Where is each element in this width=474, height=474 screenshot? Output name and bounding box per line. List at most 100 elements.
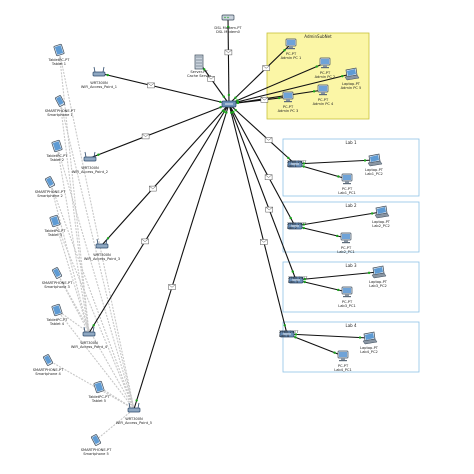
dsl-modem-icon: [221, 14, 235, 21]
device-model-label: 2960-24TT: [287, 160, 307, 164]
device-core[interactable]: [221, 100, 237, 108]
laptop-icon: [362, 331, 378, 345]
link-status-dot: [370, 212, 374, 215]
device-model-label: Server-PT: [190, 70, 208, 74]
packet-envelope-icon: [260, 239, 268, 245]
device-name-label: Tablet 1: [51, 62, 66, 66]
device-name-label: Admin PC 2: [315, 75, 336, 79]
laptop-icon: [374, 205, 390, 219]
switch-icon: [279, 330, 295, 338]
link-status-dot: [367, 271, 371, 275]
link-status-dot: [358, 336, 362, 339]
tablet-icon: [93, 380, 105, 394]
device-name-label: Admin PC 3: [278, 109, 299, 113]
device-model-label: Laptop-PT: [342, 82, 361, 86]
link-status-dot: [337, 175, 340, 178]
tablet-icon: [53, 43, 65, 57]
device-model-label: WRT300N: [81, 166, 99, 170]
device-model-label: SMARTPHONE-PT: [81, 448, 112, 452]
link-status-dot: [230, 111, 233, 114]
device-model-label: SMARTPHONE-PT: [33, 368, 64, 372]
device-model-label: 2960-24TT: [279, 330, 299, 334]
server-icon: [194, 54, 204, 70]
link-status-dot: [234, 108, 237, 112]
device-name-label: Lab2_PC1: [337, 250, 355, 254]
link-status-dot: [106, 73, 109, 77]
cable-link: [98, 72, 230, 105]
device-name-label: Admin PC 5: [341, 86, 362, 90]
device-name-label: Lab3_PC1: [338, 304, 356, 308]
link-status-dot: [97, 153, 100, 156]
smartphone-icon: [45, 176, 55, 188]
switch-icon: [288, 276, 304, 284]
device-model-label: PC-PT: [341, 246, 352, 250]
zone-lab1: Lab 1: [282, 138, 420, 197]
device-model-label: DSL Modem-PT: [214, 26, 242, 30]
link-status-dot: [302, 226, 305, 230]
cable-link: [228, 89, 324, 105]
smartphone-icon: [91, 434, 101, 446]
pc-icon: [337, 350, 349, 362]
wireless-link: [58, 49, 135, 410]
device-model-label: 2960-24TT: [287, 222, 307, 226]
link-status-dot: [302, 162, 306, 165]
link-status-dot: [287, 156, 290, 160]
device-name-label: Tablet 2: [49, 158, 64, 162]
wireless-link: [98, 386, 135, 410]
device-model-label: Laptop-PT: [365, 168, 384, 172]
device-name-label: Lab 2: [287, 226, 297, 230]
wireless-link: [49, 181, 90, 334]
laptop-icon: [371, 265, 387, 279]
device-name-label: Lab 1: [287, 164, 297, 168]
wireless-link: [47, 359, 135, 410]
zone-lab4: Lab 4: [282, 321, 420, 373]
wireless-link: [58, 49, 90, 334]
link-status-dot: [236, 101, 240, 104]
link-status-dot: [283, 324, 286, 327]
wireless-link: [56, 309, 90, 334]
device-model-label: TabletPC-PT: [47, 58, 70, 62]
wireless-router-icon: [82, 326, 96, 337]
device-name-label: Lab 4: [279, 334, 290, 338]
pc-icon: [319, 57, 331, 69]
zone-title: AdminSubNet: [304, 34, 332, 39]
device-name-label: WiFi_Access_Point_5: [116, 421, 152, 425]
zone-box: [282, 321, 420, 373]
